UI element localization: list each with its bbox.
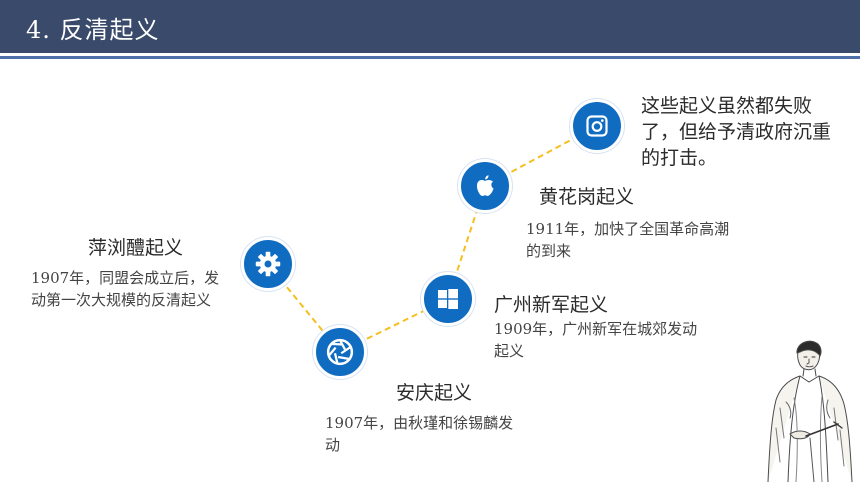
windows-logo-icon: [438, 289, 458, 309]
event-title-anqing: 安庆起义: [396, 382, 473, 404]
event-title-huanghuagang: 黄花岗起义: [539, 186, 635, 208]
node-instagram: [570, 99, 624, 153]
event-desc-huanghuagang: 1911年，加快了全国革命高潮的到来: [526, 220, 730, 260]
header-bar: 4. 反清起义: [0, 0, 860, 53]
summary-note: 这些起义虽然都失败了，但给予清政府沉重的打击。: [641, 95, 832, 169]
node-aperture: [313, 325, 367, 379]
gear-icon: [255, 251, 281, 277]
instagram-icon: [586, 115, 608, 137]
node-windows: [421, 272, 475, 326]
node-gear: [241, 237, 295, 291]
header-accent-line: [0, 56, 860, 59]
historical-portrait-illustration: [767, 340, 853, 482]
event-title-guangzhou: 广州新军起义: [494, 294, 609, 316]
apple-logo-icon: [476, 175, 494, 196]
event-desc-anqing: 1907年，由秋瑾和徐锡麟发动: [325, 414, 514, 454]
event-desc-pingliuli: 1907年，同盟会成立后，发动第一次大规模的反清起义: [31, 269, 220, 309]
aperture-icon: [326, 338, 354, 366]
event-title-pingliuli: 萍浏醴起义: [88, 237, 184, 259]
page-title: 4. 反清起义: [26, 16, 160, 44]
event-desc-guangzhou: 1909年，广州新军在城郊发动起义: [494, 320, 698, 360]
node-apple: [458, 159, 512, 213]
